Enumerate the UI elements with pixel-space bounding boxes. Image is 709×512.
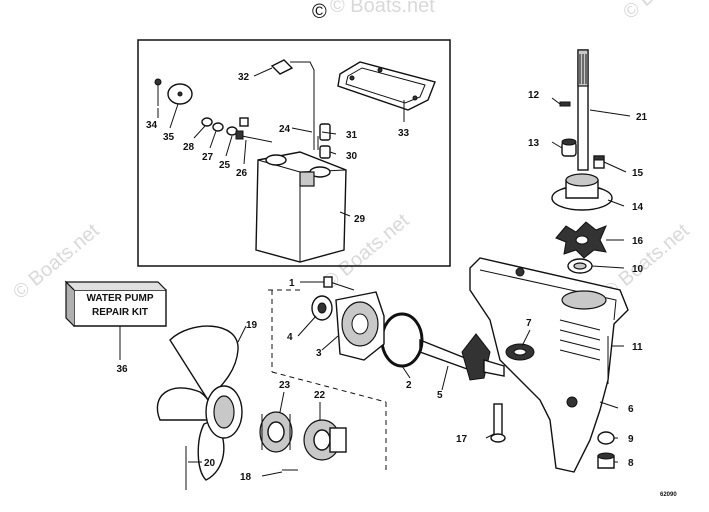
drive-shaft-21 [577, 49, 589, 171]
screw-34 [154, 78, 162, 106]
callout-17: 17 [456, 434, 468, 445]
callout-33: 33 [398, 128, 410, 139]
callout-23: 23 [279, 380, 291, 391]
callout-8: 8 [628, 458, 634, 469]
callout-30: 30 [346, 151, 358, 162]
callout-3: 3 [316, 348, 322, 359]
callout-19: 19 [246, 320, 258, 331]
propeller-19 [156, 325, 243, 481]
plate-10 [567, 258, 593, 274]
callout-35: 35 [163, 132, 175, 143]
leader-lines [157, 67, 631, 477]
callout-18: 18 [240, 472, 252, 483]
screw-17 [490, 403, 506, 443]
watermark-topright: © Boats.net [619, 0, 709, 24]
bushing-13 [561, 138, 577, 157]
bolt-26 [235, 130, 273, 143]
copyright-symbol: © [312, 1, 327, 23]
water-pump-housing-14 [551, 173, 613, 211]
callout-13: 13 [528, 138, 540, 149]
callout-4: 4 [287, 332, 293, 343]
water-tube [270, 59, 319, 150]
gasket-33 [337, 61, 436, 111]
callout-12: 12 [528, 90, 540, 101]
dashed-guides [268, 289, 387, 470]
callout-16: 16 [632, 236, 644, 247]
drive-hub-22 [303, 419, 347, 461]
bushing-4 [311, 295, 333, 321]
grommet-30 [319, 145, 331, 159]
callout-20: 20 [204, 458, 216, 469]
callout-7: 7 [526, 318, 532, 329]
callout-11: 11 [632, 342, 643, 353]
exhaust-housing-29 [255, 151, 347, 263]
callout-22: 22 [314, 390, 326, 401]
callout-24: 24 [279, 124, 291, 135]
drawing-code: 62090 [660, 492, 677, 498]
callout-31: 31 [346, 130, 358, 141]
callout-21: 21 [636, 112, 648, 123]
gearcase-6 [469, 257, 629, 473]
pinion-gear-7 [505, 343, 535, 361]
inset-box [137, 39, 451, 267]
nut-25b [239, 117, 249, 127]
callout-25: 25 [219, 160, 231, 171]
callout-2: 2 [406, 380, 412, 391]
callout-26: 26 [236, 168, 248, 179]
callout-numbers: 1 2 3 4 5 6 7 8 9 10 11 12 13 14 15 16 1… [116, 72, 647, 483]
callout-9: 9 [628, 434, 634, 445]
callout-36: 36 [116, 364, 128, 375]
callout-1: 1 [289, 278, 295, 289]
callout-29: 29 [354, 214, 366, 225]
drive-hub-23 [259, 411, 293, 453]
callout-5: 5 [437, 390, 443, 401]
screw-15 [593, 155, 605, 169]
callout-15: 15 [632, 168, 644, 179]
o-ring-2 [380, 312, 424, 368]
callout-34: 34 [146, 120, 158, 131]
watermark-top: © Boats.net [330, 0, 435, 17]
propeller-shaft-gear-5 [419, 333, 505, 381]
pin-12 [559, 101, 571, 107]
kit-label-line1: WATER PUMP [86, 293, 153, 304]
plug-8 [597, 452, 615, 469]
impeller-16 [555, 221, 607, 259]
callout-32: 32 [238, 72, 250, 83]
callout-6: 6 [628, 404, 634, 415]
washer-28 [201, 117, 213, 127]
cover-plate-35 [167, 83, 193, 105]
callout-10: 10 [632, 264, 644, 275]
kit-label-line2: REPAIR KIT [92, 307, 148, 318]
watermarks: © Boats.net © Boats.net © Boats.net © Bo… [9, 0, 709, 304]
callout-27: 27 [202, 152, 214, 163]
bearing-carrier-3 [335, 291, 385, 361]
callout-28: 28 [183, 142, 195, 153]
washer-27 [212, 122, 224, 132]
water-pump-repair-kit-box: WATER PUMP REPAIR KIT [64, 280, 167, 360]
callout-14: 14 [632, 202, 644, 213]
seal-9 [597, 431, 615, 445]
